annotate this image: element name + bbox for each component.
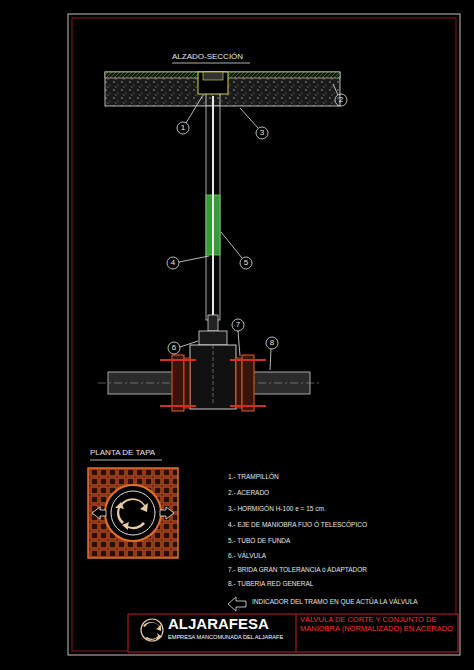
- note-line: 3.- HORMIGÓN H-100 e = 15 cm.: [228, 505, 453, 512]
- frame: [68, 14, 460, 655]
- callout-number: 6: [167, 343, 181, 352]
- section-heading: PLANTA DE TAPA: [90, 448, 190, 457]
- cover-plan: [88, 468, 178, 558]
- legend-text: INDICADOR DEL TRAMO EN QUE ACTÚA LA VÁLV…: [252, 598, 452, 605]
- indicator-arrow: [228, 597, 246, 611]
- note-line: 5.- TUBO DE FUNDA: [228, 537, 453, 544]
- note-line: 8.- TUBERIA RED GENERAL: [228, 580, 453, 587]
- callout-number: 2: [334, 95, 348, 104]
- title-underline: [172, 63, 250, 64]
- company-subtitle: EMPRESA MANCOMUNADA DEL ALJARAFE: [168, 634, 296, 640]
- rod-sleeve: [206, 96, 220, 335]
- callout-number: 8: [265, 338, 279, 347]
- valve: [160, 331, 266, 411]
- title-block: [128, 614, 458, 652]
- callout-number: 3: [255, 128, 269, 137]
- note-line: 7.- BRIDA GRAN TOLERANCIA ó ADAPTADOR: [228, 566, 453, 573]
- callout-number: 7: [231, 320, 245, 329]
- callout-number: 4: [166, 258, 180, 267]
- note-line: 6.- VÁLVULA: [228, 552, 453, 559]
- callout-number: 5: [239, 258, 253, 267]
- callout-number: 1: [176, 123, 190, 132]
- company-name: ALJARAFESA: [168, 615, 293, 632]
- callouts: [167, 84, 347, 370]
- slab: [105, 72, 340, 106]
- drawing-title: VÁLVULA DE CORTE Y CONJUNTO DE MANIOBRA …: [300, 616, 455, 633]
- frame-inner: [72, 18, 456, 651]
- note-line: 4.- EJE DE MANIOBRA FIJO Ó TELESCÓPICO: [228, 521, 453, 528]
- planta-underline: [90, 460, 162, 461]
- section-title: ALZADO-SECCIÓN: [172, 52, 292, 61]
- note-line: 2.- ACERADO: [228, 489, 453, 496]
- note-line: 1.- TRAMPILLÓN: [228, 473, 453, 480]
